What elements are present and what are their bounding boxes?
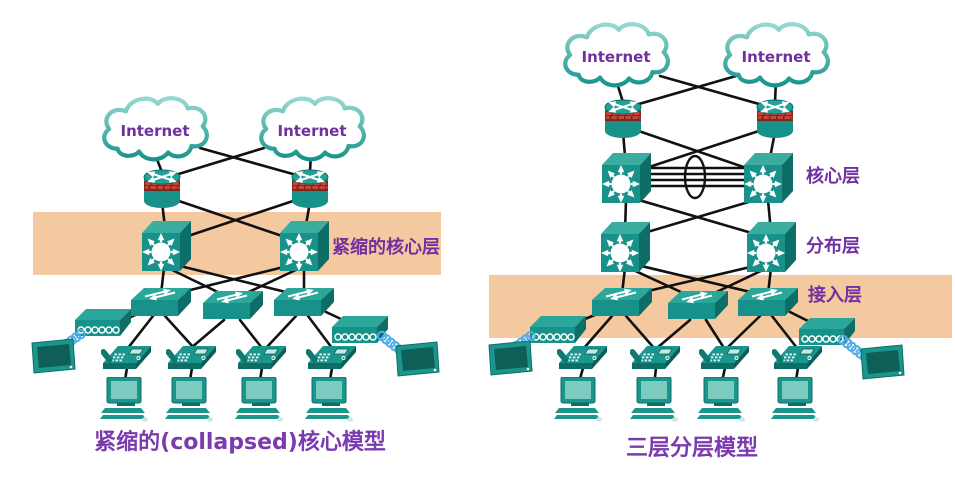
ip-phone-icon [101,345,152,370]
edge-router-icon [605,100,641,138]
collapsed-core-switch-icon [280,221,329,271]
collapsed-core-diagram: Internet Internet 紧缩的核心层 紧缩的(collapsed)核… [31,98,441,455]
etherchannel-bundle-ellipse [683,154,707,200]
edge-router-icon [144,170,180,208]
collapsed-core-caption: 紧缩的(collapsed)核心模型 [94,429,386,455]
three-tier-diagram: Internet Internet 核心层 分布层 接入层 三层分层模型 [488,24,952,461]
distribution-switch-icon [747,222,796,272]
access-switch-icon [203,291,263,319]
wireless-client-icon [488,340,533,376]
desktop-pc-icon [697,377,745,423]
collapsed-core-switch-icon [142,221,191,271]
ip-phone-icon [236,345,287,370]
wireless-client-icon [860,344,905,380]
ip-phone-icon [699,345,750,370]
core-switch-icon [744,153,793,203]
ip-phone-icon [772,345,823,370]
three-tier-caption: 三层分层模型 [626,436,758,461]
core-switch-icon [602,153,651,203]
access-switch-icon [131,288,191,316]
desktop-pc-icon [100,377,148,423]
distribution-layer-label: 分布层 [806,235,860,257]
wireless-ap-icon [530,315,586,344]
wireless-client-icon [31,338,76,374]
edge-router-icon [292,170,328,208]
desktop-pc-icon [165,377,213,423]
internet-label: Internet [120,122,189,140]
internet-label: Internet [581,48,650,66]
ip-phone-icon [557,345,608,370]
desktop-pc-icon [630,377,678,423]
core-layer-label: 核心层 [806,165,860,187]
internet-label: Internet [741,48,810,66]
internet-label: Internet [277,122,346,140]
wireless-client-icon [395,341,440,377]
ip-phone-icon [166,345,217,370]
desktop-pc-icon [771,377,819,423]
edge-router-icon [757,100,793,138]
ip-phone-icon [630,345,681,370]
desktop-pc-icon [235,377,283,423]
desktop-pc-icon [554,377,602,423]
ip-phone-icon [306,345,357,370]
distribution-switch-icon [601,222,650,272]
desktop-pc-icon [305,377,353,423]
collapsed-core-band [33,212,441,275]
collapsed-core-layer-label: 紧缩的核心层 [332,236,440,258]
access-layer-label: 接入层 [808,284,862,306]
